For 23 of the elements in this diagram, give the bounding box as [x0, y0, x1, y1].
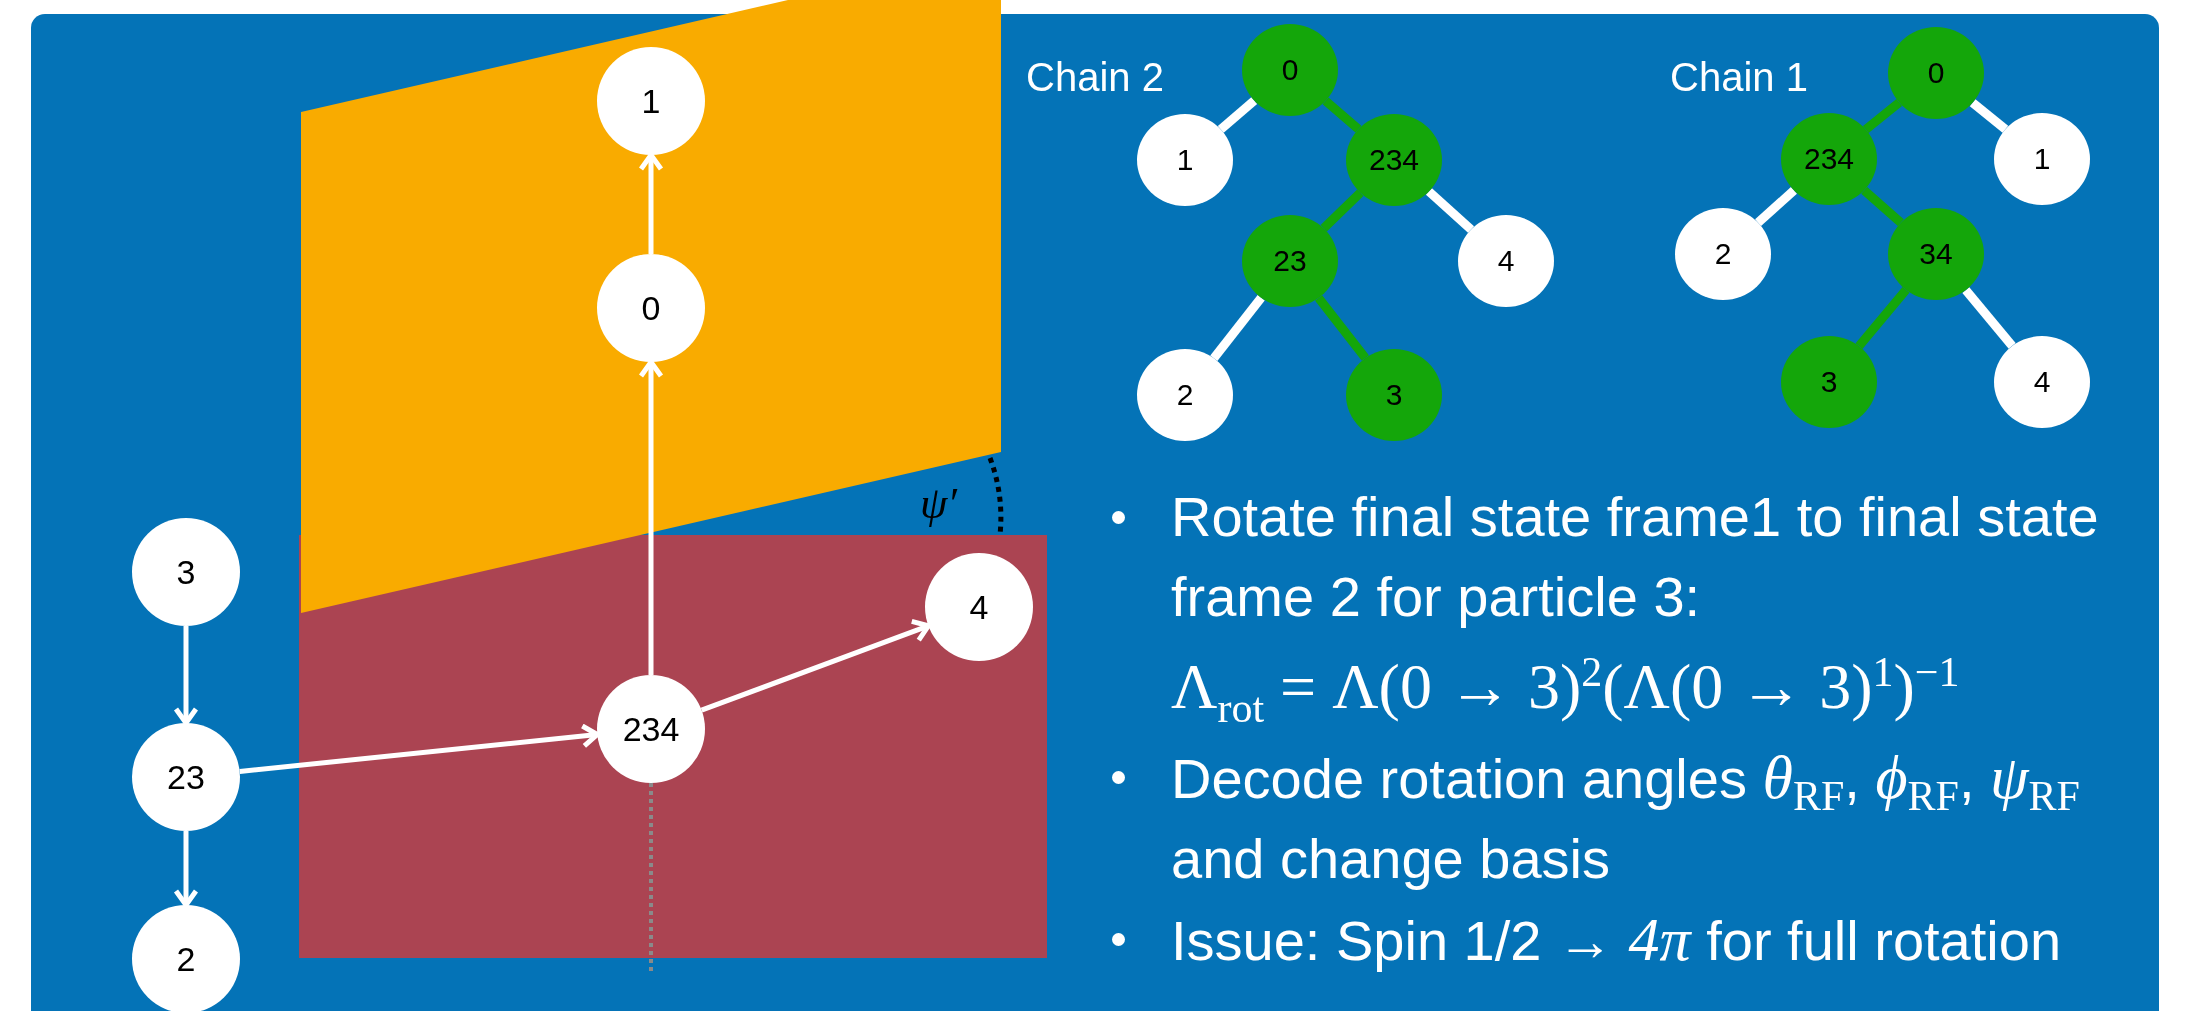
tree-branch [1962, 287, 2016, 349]
tree-branch [1217, 97, 1258, 133]
tree-branch [1210, 295, 1265, 361]
arrow [638, 359, 664, 675]
arrow [173, 831, 199, 908]
bullet-text: Rotate final state frame1 to final state frame 2 for particle 3: [1171, 484, 2100, 630]
tree-branch [1320, 189, 1364, 232]
arrow [638, 152, 664, 254]
tree-branch [1322, 97, 1362, 133]
tree-branch [1861, 186, 1904, 227]
bullet-text: Issue: Spin 1/2 → 4π for full rotation [1171, 904, 2062, 975]
angle-label: ψ′ [920, 478, 957, 529]
chain-label: Chain 1 [1670, 55, 1808, 100]
tree-branch [1855, 287, 1910, 349]
tree-branch [1755, 187, 1797, 226]
arrow [700, 618, 931, 713]
arrow [173, 626, 199, 726]
tree-branch [1862, 99, 1903, 133]
tree-branch [1969, 99, 2009, 133]
tree-branch [1315, 295, 1369, 361]
tree-branch [1425, 188, 1475, 233]
chain-label: Chain 2 [1026, 55, 1164, 100]
equation: Λ$_{rot}$ = Λ(0 → 3)$^{2}$(Λ(0 → 3)$^{1}$)$^{−1}$ [1171, 647, 1960, 733]
